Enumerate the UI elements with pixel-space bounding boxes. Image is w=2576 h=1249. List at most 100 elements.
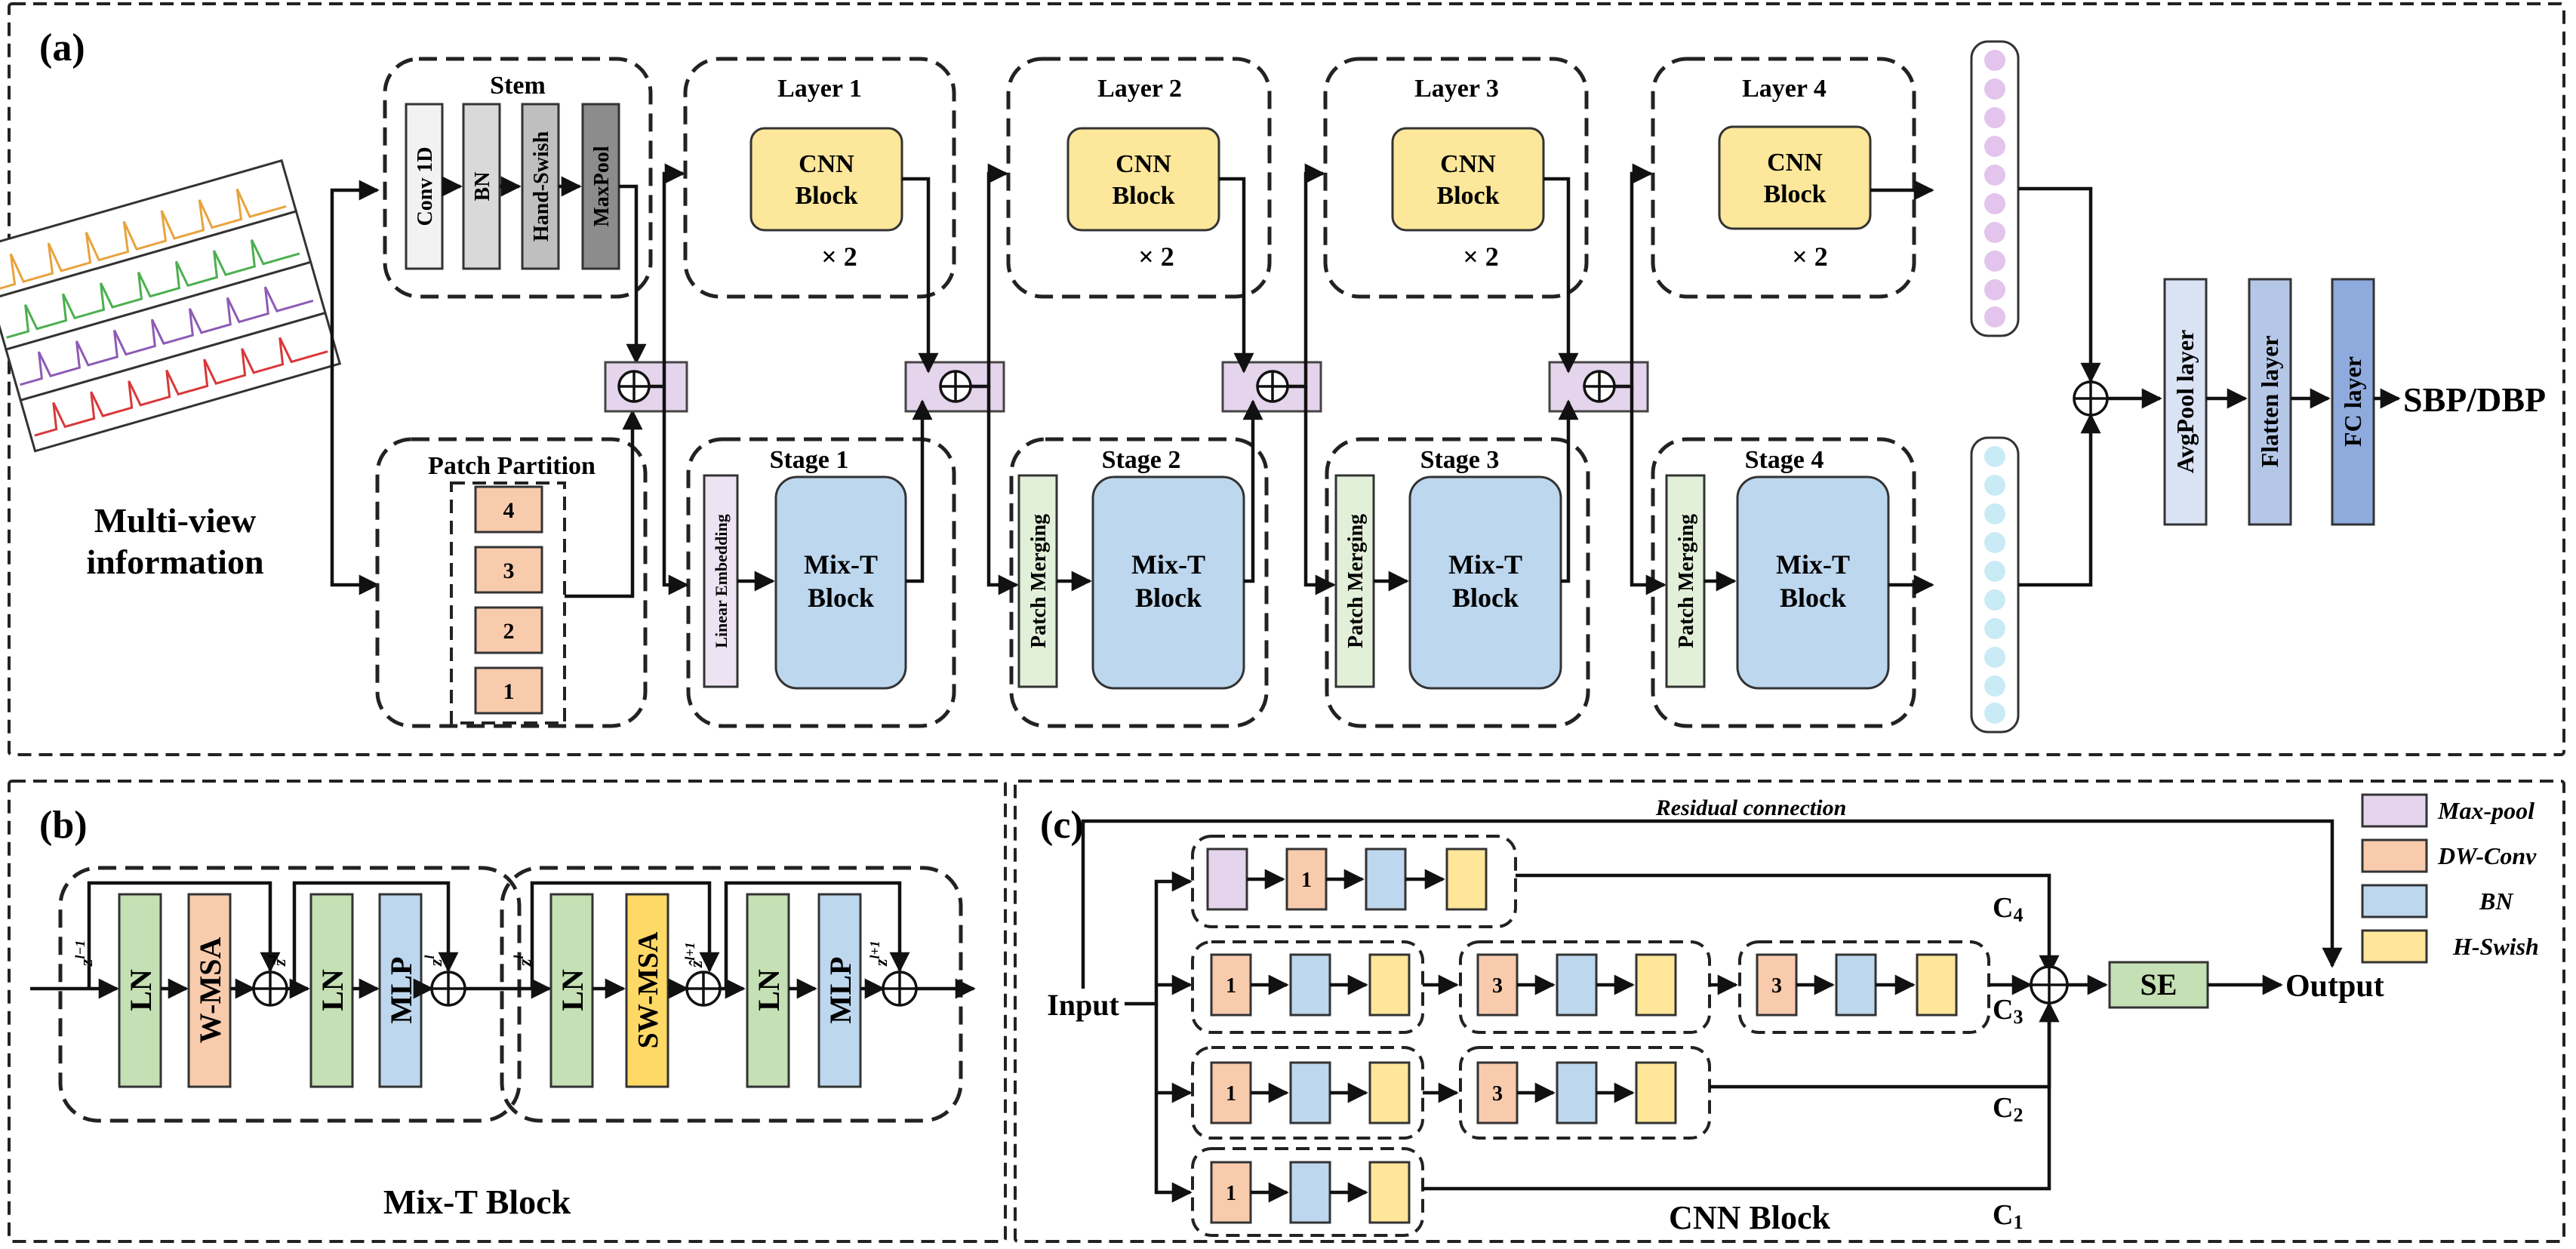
stage-4-patch-merging-label: Patch Merging [1675,514,1698,648]
layer-2-cnn-label-2: Block [1112,182,1174,210]
legend-maxpool: Max-pool [2437,797,2534,824]
ln-box-2 [309,893,354,1088]
avgpool-layer [2163,278,2208,526]
stage-3-mixt-label-2: Block [1452,583,1519,613]
legend-bn: BN [2479,888,2514,915]
stage-3-patch-merging-box [1334,474,1375,688]
stage-4-mix-t-block [1736,475,1890,690]
ln-box-4 [746,893,790,1088]
input-label-line1: Multi-view [94,501,257,540]
mlp-label-2: MLP [823,957,857,1024]
layer-2-cnn-label-1: CNN [1116,150,1171,178]
flatten-layer [2248,278,2292,526]
w-msa-label: W-MSA [193,937,227,1044]
legend-swatch-bn [2361,884,2428,918]
bn-box [462,103,501,270]
z-l-minus-1: zl−1 [72,940,97,967]
stem-item-bn: BN [471,172,494,202]
ln-label-2: LN [315,969,349,1011]
concat-node [2073,380,2109,417]
patch-4: 4 [503,498,515,523]
c2-kernel-label-1: 1 [1226,1082,1236,1106]
c4-kernel-label: 1 [1301,869,1312,892]
layer-4-module: Layer 4 CNN Block × 2 [1651,57,1916,299]
stem-item-hand-swish: Hand-Swish [530,131,553,241]
input-label-line2: information [86,543,263,581]
fc-layer [2331,278,2375,526]
panel-b-label: (b) [39,804,88,847]
fusion-node-1 [604,361,688,413]
conv1d-box [405,103,444,270]
panel-c-label: (c) [1040,804,1084,847]
stage-2-patch-merging-label: Patch Merging [1027,514,1051,648]
layer-3-cnn-label-1: CNN [1440,150,1496,178]
stage-2-mixt-label-2: Block [1135,583,1202,613]
w-msa-box [187,893,232,1088]
stage-4-module: Stage 4 Patch Merging Mix-T Block [1651,437,1916,728]
patch-1: 1 [503,679,515,704]
ln-label-3: LN [556,969,589,1011]
stem-item-maxpool: MaxPool [590,146,614,227]
c1-kernel-label: 1 [1226,1182,1236,1205]
stage-3-title: Stage 3 [1420,446,1500,474]
cnn-block-caption: CNN Block [1669,1199,1830,1236]
layer-1-cnn-block [749,127,903,232]
layer-4-cnn-block [1718,125,1872,230]
linear-embedding-label: Linear Embedding [712,514,731,648]
layer-4-cnn-label-1: CNN [1767,149,1823,177]
stage-2-title: Stage 2 [1102,446,1181,474]
transformer-feature-vector [1970,436,2020,734]
output-label: Output [2285,969,2384,1004]
layer-2-cnn-block [1066,127,1220,232]
ln-label-1: LN [124,969,158,1011]
stage-3-patch-merging-label: Patch Merging [1344,514,1368,648]
mix-t-block-caption: Mix-T Block [383,1183,571,1221]
panel-a: (a) Multi-view information Stem [0,2,2565,756]
legend-hswish: H-Swish [2452,933,2539,960]
c4-label: C4 [1993,892,2023,926]
sw-msa-label: SW-MSA [632,931,664,1048]
stage-3-module: Stage 3 Patch Merging Mix-T Block [1325,437,1590,728]
layer-1-module: Layer 1 CNN Block × 2 [683,57,956,299]
panel-c: (c) Residual connection Input 1 C4 1 3 [1014,780,2565,1243]
c3-kernel-label-3: 3 [1771,974,1782,998]
layer-3-repeat: × 2 [1463,241,1499,272]
cnn-concat-node [2030,965,2069,1004]
mlp-label-1: MLP [384,957,418,1024]
stage-3-mixt-label-1: Mix-T [1448,549,1522,580]
se-label: SE [2141,968,2177,1001]
layer-2-repeat: × 2 [1138,241,1174,272]
z-hat-l-plus-1: ẑl+1 [682,942,706,968]
layer-3-cnn-label-2: Block [1436,182,1499,210]
c3-label: C3 [1993,994,2023,1028]
stage-1-mixt-label-1: Mix-T [804,549,878,580]
fc-label: FC layer [2339,356,2366,447]
layer-1-cnn-label-2: Block [795,182,857,210]
ln-box-1 [118,893,162,1088]
z-l-plus-1: zl+1 [867,940,891,967]
legend-swatch-dwconv [2361,838,2428,873]
ln-label-4: LN [752,969,786,1011]
layer-3-cnn-block [1391,127,1545,232]
legend-swatch-hswish [2361,929,2428,964]
stage-4-mixt-label-1: Mix-T [1776,549,1850,580]
patch-3: 3 [503,558,515,583]
patch-2: 2 [503,619,515,644]
layer-3-title: Layer 3 [1414,75,1499,103]
multi-view-signals-icon [0,158,342,453]
mlp-box-2 [817,893,862,1088]
stem-module: Stem Conv 1D BN Hand-Swish MaxPool [383,57,653,299]
cnn-feature-vector [1970,40,2020,337]
legend-swatch-maxpool [2361,793,2428,828]
layer-2-title: Layer 2 [1097,75,1182,103]
patch-partition-title: Patch Partition [428,452,596,480]
c1-label: C1 [1993,1199,2023,1233]
patch-partition-module: Patch Partition 4 3 2 1 [375,437,648,728]
se-box [2108,961,2209,1009]
stage-4-title: Stage 4 [1745,446,1824,474]
stem-item-conv1d: Conv 1D [414,146,437,226]
legend: Max-pool DW-Conv BN H-Swish [2361,793,2539,964]
layer-4-repeat: × 2 [1792,241,1828,272]
input-label: Input [1047,988,1119,1022]
